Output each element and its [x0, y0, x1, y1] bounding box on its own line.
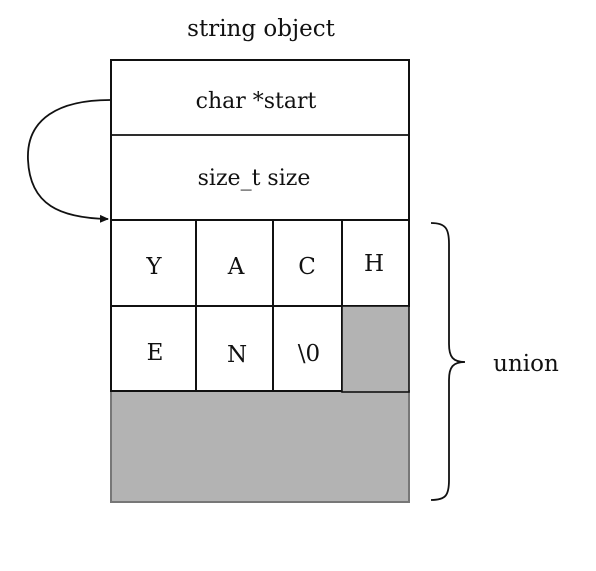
- cell-char: N: [227, 342, 247, 368]
- cell-terminator: \0: [298, 341, 320, 367]
- cell-char: C: [298, 254, 316, 280]
- cell-char: H: [364, 251, 384, 277]
- start-pointer-arrow: [27, 99, 111, 223]
- cell-char: A: [227, 254, 245, 280]
- union-brace: [430, 222, 466, 501]
- struct-box: [110, 59, 410, 221]
- unused-buffer-region: [110, 390, 410, 503]
- field-size: size_t size: [198, 166, 311, 191]
- cell-char: E: [147, 340, 164, 366]
- field-start: char *start: [196, 89, 317, 114]
- union-label: union: [493, 351, 559, 377]
- diagram-title: string object: [187, 16, 335, 42]
- cell-char: Y: [145, 254, 162, 280]
- char-cell: [195, 219, 274, 307]
- unused-char-cell: [341, 305, 410, 393]
